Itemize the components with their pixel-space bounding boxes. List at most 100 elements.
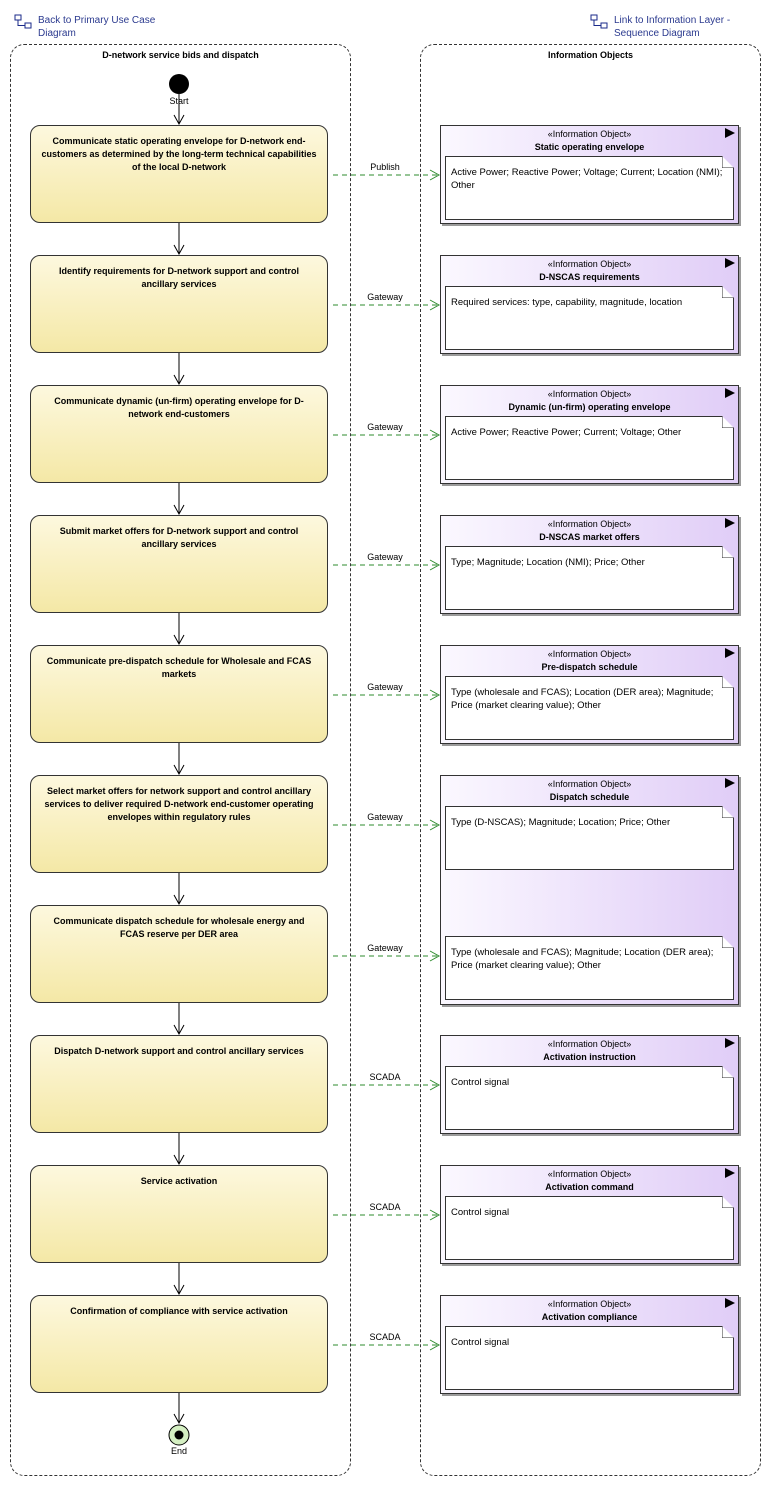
info-object-d-nscas-requirements[interactable]: «Information Object» D-NSCAS requirement… (440, 255, 739, 354)
control-flow-arrowhead (173, 504, 185, 516)
note-text: Type (wholesale and FCAS); Location (DER… (451, 687, 714, 711)
action-dispatch-services[interactable]: Dispatch D-network support and control a… (30, 1035, 328, 1133)
action-label: Communicate dispatch schedule for wholes… (53, 916, 305, 939)
note-fold-icon (722, 936, 734, 948)
object-stereotype: «Information Object» (547, 649, 632, 659)
action-label: Select market offers for network support… (44, 786, 314, 822)
info-object-dynamic-operating-envelope[interactable]: «Information Object» Dynamic (un-firm) o… (440, 385, 739, 484)
object-name: Activation command (545, 1182, 634, 1192)
info-link-text: Link to Information Layer - Sequence Dia… (614, 15, 731, 39)
back-to-use-case-link[interactable]: Back to Primary Use Case Diagram (14, 14, 184, 40)
attribute-note: Required services: type, capability, mag… (445, 286, 734, 350)
flow-label: Gateway (367, 552, 403, 562)
back-link-text: Back to Primary Use Case Diagram (38, 15, 156, 39)
object-stereotype: «Information Object» (547, 1169, 632, 1179)
action-communicate-dynamic-envelope[interactable]: Communicate dynamic (un-firm) operating … (30, 385, 328, 483)
note-text: Control signal (451, 1337, 510, 1348)
object-flag-icon (725, 1038, 735, 1048)
note-text: Type (wholesale and FCAS); Magnitude; Lo… (451, 947, 714, 971)
info-object-static-operating-envelope[interactable]: «Information Object» Static operating en… (440, 125, 739, 224)
initial-node[interactable] (168, 73, 190, 95)
object-name: Activation compliance (541, 1312, 638, 1322)
action-confirmation-of-compliance[interactable]: Confirmation of compliance with service … (30, 1295, 328, 1393)
note-fold-icon (722, 806, 734, 818)
flow-label: Gateway (367, 943, 403, 953)
object-flag-icon (725, 258, 735, 268)
object-stereotype: «Information Object» (547, 259, 632, 269)
info-object-activation-instruction[interactable]: «Information Object» Activation instruct… (440, 1035, 739, 1134)
note-fold-icon (722, 156, 734, 168)
note-fold-icon (722, 1066, 734, 1078)
note-fold-icon (722, 676, 734, 688)
object-flow-arrowhead (429, 1339, 441, 1351)
note-text: Control signal (451, 1207, 510, 1218)
action-communicate-pre-dispatch[interactable]: Communicate pre-dispatch schedule for Wh… (30, 645, 328, 743)
object-stereotype: «Information Object» (547, 1039, 632, 1049)
info-object-pre-dispatch-schedule[interactable]: «Information Object» Pre-dispatch schedu… (440, 645, 739, 744)
object-name: Dynamic (un-firm) operating envelope (508, 402, 671, 412)
note-fold-icon (722, 416, 734, 428)
info-object-d-nscas-market-offers[interactable]: «Information Object» D-NSCAS market offe… (440, 515, 739, 614)
note-text: Type (D-NSCAS); Magnitude; Location; Pri… (451, 817, 671, 828)
action-communicate-dispatch-schedule[interactable]: Communicate dispatch schedule for wholes… (30, 905, 328, 1003)
object-flow-arrowhead (429, 559, 441, 571)
final-node[interactable] (168, 1424, 190, 1446)
action-communicate-static-envelope[interactable]: Communicate static operating envelope fo… (30, 125, 328, 223)
information-layer-link[interactable]: Link to Information Layer - Sequence Dia… (590, 14, 760, 40)
control-flow-arrowhead (173, 1413, 185, 1425)
action-service-activation[interactable]: Service activation (30, 1165, 328, 1263)
flow-label: SCADA (369, 1202, 401, 1212)
control-flow-arrowhead (173, 764, 185, 776)
action-label: Submit market offers for D-network suppo… (59, 526, 299, 549)
control-flow-arrowhead (173, 894, 185, 906)
info-object-dispatch-schedule[interactable]: «Information Object» Dispatch schedule T… (440, 775, 739, 1005)
attribute-note: Type (D-NSCAS); Magnitude; Location; Pri… (445, 806, 734, 870)
attribute-note: Control signal (445, 1326, 734, 1390)
diagram-link-icon (590, 14, 608, 29)
action-label: Confirmation of compliance with service … (70, 1306, 288, 1316)
note-text: Required services: type, capability, mag… (451, 297, 683, 308)
note-fold-icon (722, 546, 734, 558)
object-flow-arrowhead (429, 950, 441, 962)
note-text: Active Power; Reactive Power; Voltage; C… (451, 167, 723, 191)
action-label: Identify requirements for D-network supp… (58, 266, 300, 289)
object-flag-icon (725, 1298, 735, 1308)
object-name: Static operating envelope (534, 142, 645, 152)
note-fold-icon (722, 1196, 734, 1208)
object-stereotype: «Information Object» (547, 1299, 632, 1309)
attribute-note: Type; Magnitude; Location (NMI); Price; … (445, 546, 734, 610)
action-label: Communicate static operating envelope fo… (41, 136, 317, 172)
action-select-market-offers[interactable]: Select market offers for network support… (30, 775, 328, 873)
control-flow-arrowhead (173, 374, 185, 386)
flow-label: Gateway (367, 812, 403, 822)
object-name: Activation instruction (543, 1052, 636, 1062)
partition-title: Information Objects (547, 50, 633, 60)
object-flow-arrowhead (429, 819, 441, 831)
info-object-activation-compliance[interactable]: «Information Object» Activation complian… (440, 1295, 739, 1394)
info-object-activation-command[interactable]: «Information Object» Activation command … (440, 1165, 739, 1264)
flow-label: SCADA (369, 1332, 401, 1342)
note-text: Control signal (451, 1077, 510, 1088)
attribute-note: Active Power; Reactive Power; Current; V… (445, 416, 734, 480)
object-flag-icon (725, 388, 735, 398)
control-flow-arrowhead (173, 1284, 185, 1296)
action-identify-requirements[interactable]: Identify requirements for D-network supp… (30, 255, 328, 353)
control-flow-arrowhead (173, 114, 185, 126)
object-flag-icon (725, 518, 735, 528)
action-label: Communicate dynamic (un-firm) operating … (54, 396, 304, 419)
attribute-note: Type (wholesale and FCAS); Location (DER… (445, 676, 734, 740)
action-submit-market-offers[interactable]: Submit market offers for D-network suppo… (30, 515, 328, 613)
object-flow-arrowhead (429, 169, 441, 181)
activity-partition: D-network service bids and dispatch (10, 44, 351, 1476)
object-flag-icon (725, 1168, 735, 1178)
note-text: Type; Magnitude; Location (NMI); Price; … (451, 557, 645, 568)
object-flow-arrowhead (429, 689, 441, 701)
object-stereotype: «Information Object» (547, 779, 632, 789)
note-text: Active Power; Reactive Power; Current; V… (451, 427, 682, 438)
object-flow-arrowhead (429, 1209, 441, 1221)
control-flow-arrowhead (173, 1154, 185, 1166)
object-flow-arrowhead (429, 1079, 441, 1091)
flow-label: SCADA (369, 1072, 401, 1082)
object-flag-icon (725, 128, 735, 138)
